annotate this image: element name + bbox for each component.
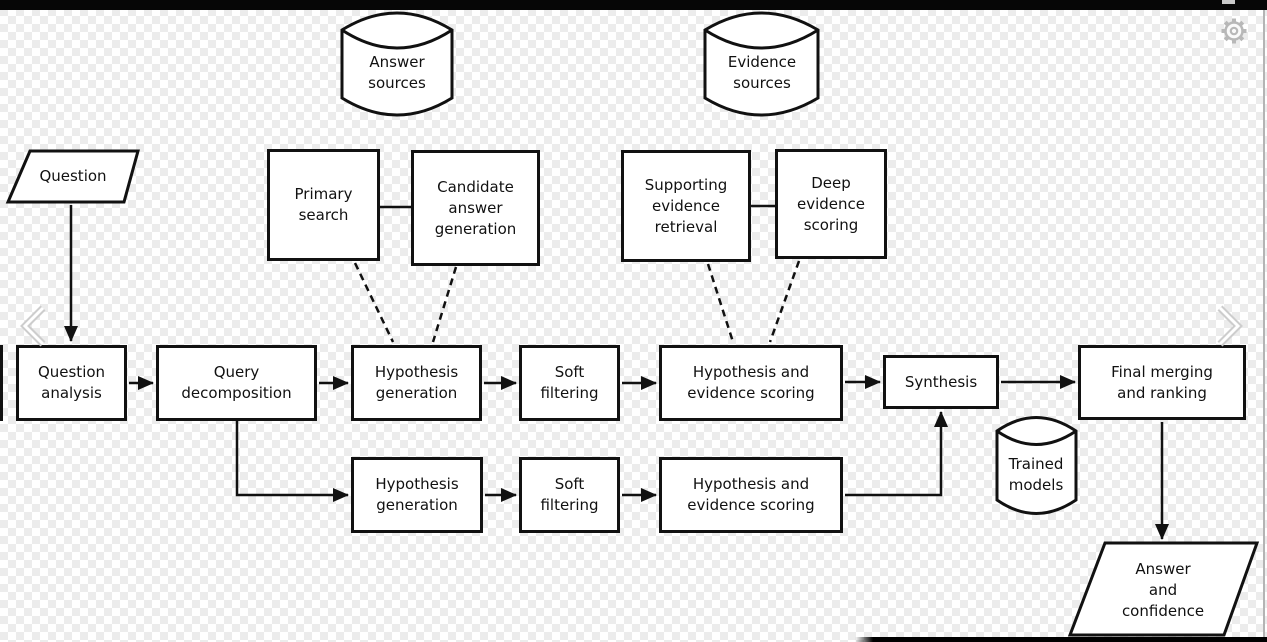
chevron-left-icon[interactable] [12, 300, 50, 352]
query-decomposition-box: Query decomposition [156, 345, 317, 421]
top-bar [0, 0, 1267, 10]
question-parallelogram [5, 149, 140, 204]
final-merging-ranking-box: Final merging and ranking [1078, 345, 1246, 420]
candidate-answer-generation-box: Candidate answer generation [411, 150, 540, 266]
top-bar-notch [1222, 0, 1235, 4]
evidence-sources-cylinder [703, 11, 820, 117]
chevron-right-icon[interactable] [1213, 300, 1251, 352]
synthesis-box: Synthesis [883, 355, 999, 409]
hypothesis-evidence-scoring-bottom-box: Hypothesis and evidence scoring [659, 457, 843, 533]
edge-dashed-primary-search [353, 262, 395, 343]
primary-search-box: Primary search [267, 149, 380, 261]
bottom-bar [855, 637, 1267, 642]
answer-confidence-label: Answer and confidence [1121, 560, 1205, 620]
edge-scoring-bottom-to-synthesis [845, 411, 948, 497]
answer-confidence-parallelogram [1067, 541, 1260, 637]
edge-query-decomposition-to-hypothesis-generation-bottom [235, 421, 349, 502]
deep-evidence-scoring-box: Deep evidence scoring [775, 149, 887, 259]
edge-dashed-evidence-retrieval [706, 263, 735, 343]
gear-icon[interactable] [1219, 16, 1249, 46]
soft-filtering-bottom-box: Soft filtering [519, 457, 620, 533]
question-analysis-box: Question analysis [16, 345, 127, 421]
hypothesis-generation-bottom-box: Hypothesis generation [351, 457, 483, 533]
hypothesis-generation-top-box: Hypothesis generation [351, 345, 482, 421]
trained-models-cylinder [995, 416, 1078, 515]
supporting-evidence-retrieval-box: Supporting evidence retrieval [621, 150, 751, 262]
right-edge-line [1263, 10, 1265, 642]
soft-filtering-top-box: Soft filtering [519, 345, 620, 421]
trained-models-label: Trained models [1008, 455, 1064, 494]
clipped-box-edge [0, 345, 3, 421]
hypothesis-evidence-scoring-top-box: Hypothesis and evidence scoring [659, 345, 843, 421]
question-label: Question [39, 167, 107, 185]
answer-sources-label: Answer sources [368, 53, 426, 92]
answer-sources-cylinder [340, 11, 454, 117]
edge-dashed-candidate-generation [431, 266, 458, 343]
evidence-sources-label: Evidence sources [727, 53, 797, 92]
edge-dashed-evidence-scoring [768, 260, 801, 343]
